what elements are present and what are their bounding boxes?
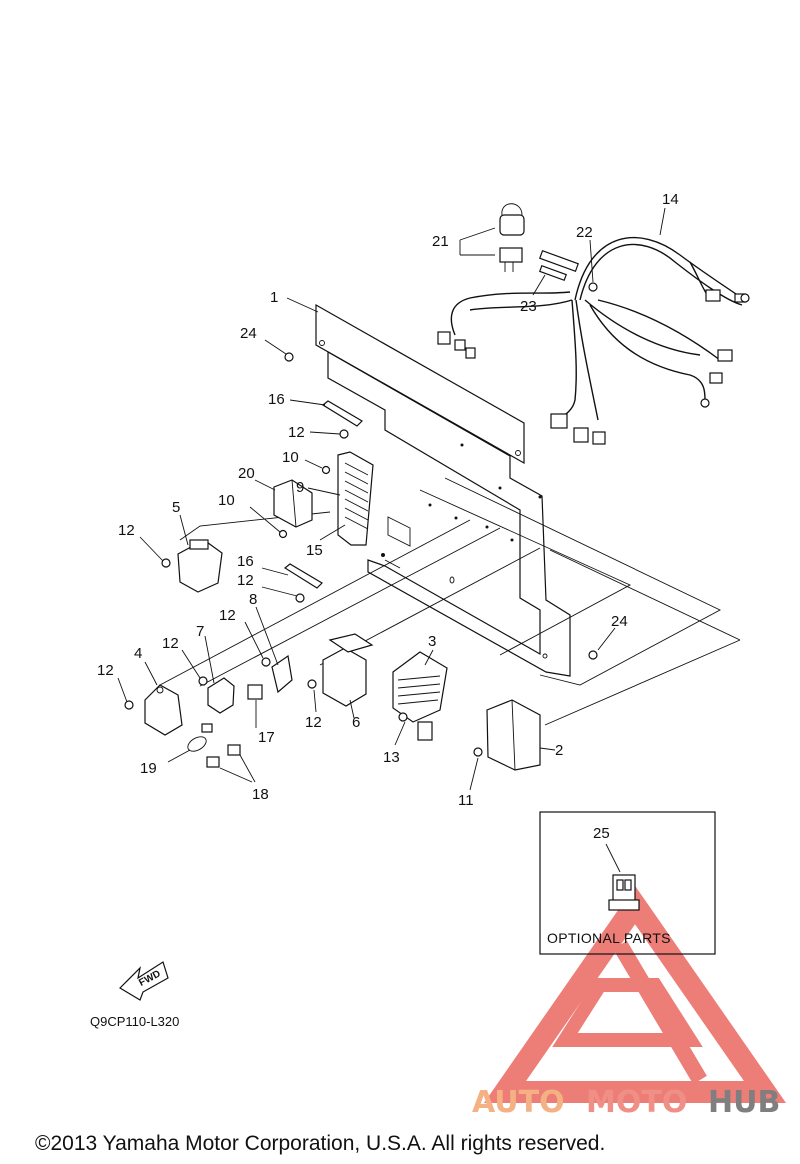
rectifier-regulator bbox=[392, 651, 448, 741]
callout-numbers: 1 2 3 4 5 6 7 8 9 10 10 11 12 12 12 12 1… bbox=[97, 191, 679, 842]
copyright-notice: ©2013 Yamaha Motor Corporation, U.S.A. A… bbox=[35, 1132, 605, 1155]
callout-18: 18 bbox=[252, 786, 269, 803]
diagram-code: Q9CP110-L320 bbox=[90, 1014, 179, 1029]
relay-7 bbox=[207, 677, 235, 714]
callout-12c: 12 bbox=[237, 572, 254, 589]
callout-12d: 12 bbox=[219, 607, 236, 624]
optional-parts-label: OPTIONAL PARTS bbox=[547, 930, 671, 946]
callout-6: 6 bbox=[352, 714, 360, 731]
callout-20: 20 bbox=[238, 465, 255, 482]
projection-lines bbox=[159, 477, 741, 726]
bolts bbox=[124, 352, 598, 757]
callout-12b: 12 bbox=[118, 522, 135, 539]
relay-20 bbox=[273, 479, 313, 528]
callout-12f: 12 bbox=[97, 662, 114, 679]
watermark-auto: AUTO bbox=[472, 1085, 565, 1120]
callout-10a: 10 bbox=[282, 449, 299, 466]
couplers-18 bbox=[206, 744, 241, 768]
callout-24b: 24 bbox=[611, 613, 628, 630]
fuse-block bbox=[337, 451, 374, 546]
relay-8 bbox=[271, 654, 293, 694]
callout-25: 25 bbox=[593, 825, 610, 842]
clamp-19 bbox=[187, 723, 213, 752]
callout-24a: 24 bbox=[240, 325, 257, 342]
cdi-unit bbox=[486, 699, 541, 771]
callout-17: 17 bbox=[258, 729, 275, 746]
callout-12a: 12 bbox=[288, 424, 305, 441]
relay-4 bbox=[144, 684, 183, 736]
optional-parts-box: OPTIONAL PARTS bbox=[539, 811, 716, 955]
callout-12e: 12 bbox=[162, 635, 179, 652]
callout-4: 4 bbox=[134, 645, 142, 662]
callout-13: 13 bbox=[383, 749, 400, 766]
callout-8: 8 bbox=[249, 591, 257, 608]
callout-7: 7 bbox=[196, 623, 204, 640]
watermark-moto: MOTO bbox=[586, 1085, 687, 1120]
watermark-logo bbox=[483, 885, 787, 1103]
callout-16b: 16 bbox=[237, 553, 254, 570]
fwd-arrow: FWD bbox=[119, 961, 169, 1001]
callout-leaders bbox=[117, 207, 666, 791]
main-panel bbox=[315, 303, 571, 677]
callout-21: 21 bbox=[432, 233, 449, 250]
callout-23: 23 bbox=[520, 298, 537, 315]
callout-1: 1 bbox=[270, 289, 278, 306]
callout-9: 9 bbox=[296, 479, 304, 496]
watermark-text: AUTO MOTO HUB bbox=[472, 1085, 780, 1120]
callout-2: 2 bbox=[555, 742, 563, 759]
callout-5: 5 bbox=[172, 499, 180, 516]
callout-11: 11 bbox=[458, 792, 474, 809]
watermark-hub: HUB bbox=[708, 1085, 780, 1120]
callout-3: 3 bbox=[428, 633, 436, 650]
relay-17 bbox=[247, 684, 263, 700]
callout-14: 14 bbox=[662, 191, 679, 208]
callout-22: 22 bbox=[576, 224, 593, 241]
callout-10b: 10 bbox=[218, 492, 235, 509]
insulator-strips bbox=[283, 400, 363, 589]
callout-15: 15 bbox=[306, 542, 323, 559]
relay-5 bbox=[177, 539, 223, 593]
callout-12g: 12 bbox=[305, 714, 322, 731]
relay-6 bbox=[322, 633, 374, 707]
wire-harness bbox=[437, 236, 750, 445]
fuse-holder bbox=[499, 203, 525, 272]
callout-16a: 16 bbox=[268, 391, 285, 408]
callout-19: 19 bbox=[140, 760, 157, 777]
